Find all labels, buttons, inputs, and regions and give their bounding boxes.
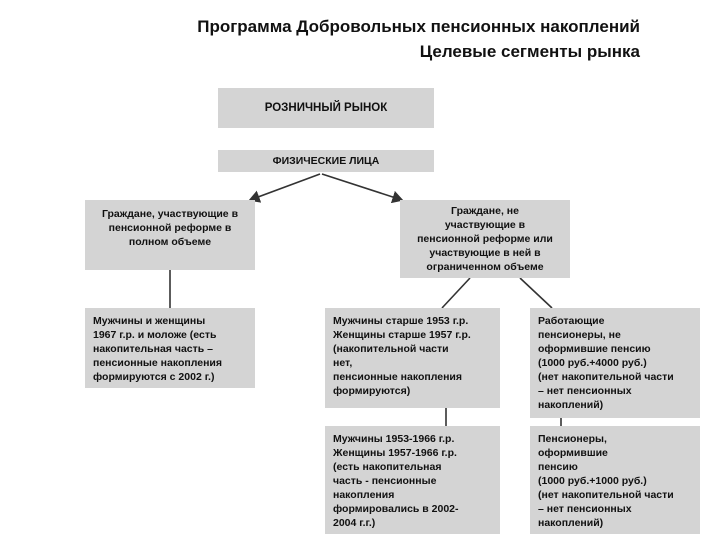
non-working-pensioners-box: Пенсионеры, оформившие пенсию (1000 руб.… — [530, 426, 700, 534]
working-pensioners-box: Работающие пенсионеры, не оформившие пен… — [530, 308, 700, 418]
participating-citizens-box: Граждане, участвующие в пенсионной рефор… — [85, 200, 255, 270]
connector-nonpart-working — [519, 277, 553, 309]
arrow-to-non-participating — [321, 173, 404, 204]
page-title: Программа Добровольных пенсионных накопл… — [197, 14, 640, 64]
older-segment-box: Мужчины старше 1953 г.р. Женщины старше … — [325, 308, 500, 408]
arrow-to-participating — [248, 173, 321, 203]
young-segment-box: Мужчины и женщины 1967 г.р. и моложе (ес… — [85, 308, 255, 388]
non-participating-citizens-box: Граждане, не участвующие в пенсионной ре… — [400, 200, 570, 278]
title-line-segments: Целевые сегменты рынка — [419, 42, 640, 61]
middle-age-segment-box: Мужчины 1953-1966 г.р. Женщины 1957-1966… — [325, 426, 500, 534]
title-line-program: Программа Добровольных пенсионных накопл… — [197, 17, 640, 36]
retail-market-box: РОЗНИЧНЫЙ РЫНОК — [218, 88, 434, 128]
individuals-box: ФИЗИЧЕСКИЕ ЛИЦА — [218, 150, 434, 172]
connector-nonpart-older — [441, 277, 471, 309]
